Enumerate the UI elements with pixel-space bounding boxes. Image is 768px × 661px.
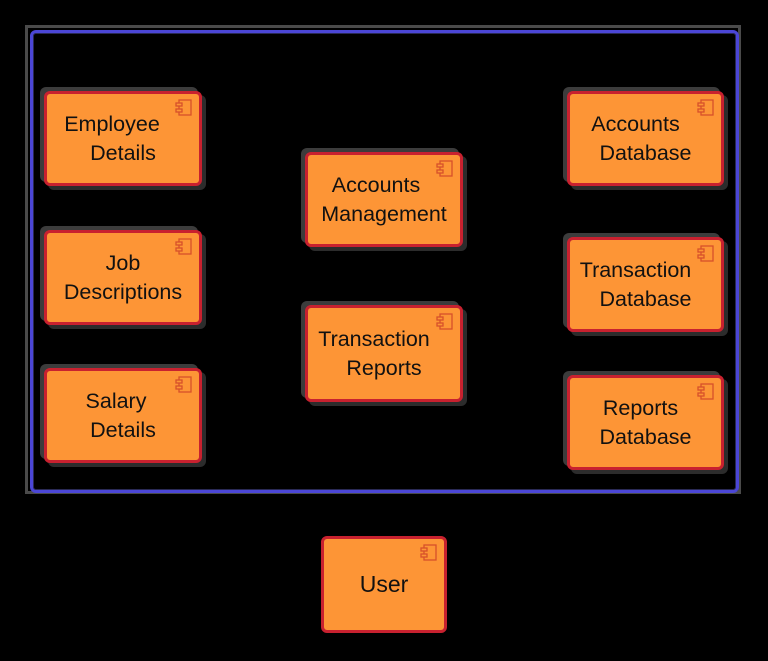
- uml-component-icon: [175, 238, 192, 255]
- component-label-line: Transaction: [579, 257, 692, 282]
- system-boundary[interactable]: [30, 30, 739, 493]
- component-accounts-management[interactable]: Accounts Management: [305, 152, 463, 247]
- component-accounts-database[interactable]: Accounts Database: [567, 91, 724, 186]
- component-employee-details[interactable]: Employee Details: [44, 91, 202, 186]
- system-boundary-title: [200, 24, 570, 38]
- component-label-line: Job: [105, 250, 141, 275]
- uml-component-icon: [697, 99, 714, 116]
- uml-component-icon: [436, 160, 453, 177]
- component-label-line: Details: [90, 140, 156, 165]
- uml-component-icon: [436, 313, 453, 330]
- component-label-line: Employee: [64, 111, 160, 136]
- component-label-line: Database: [599, 424, 692, 449]
- component-label-line: Management: [321, 201, 447, 226]
- component-salary-details[interactable]: Salary Details: [44, 368, 202, 463]
- component-label-line: User: [359, 571, 409, 597]
- component-transaction-reports[interactable]: Transaction Reports: [305, 305, 463, 402]
- component-label-line: Database: [599, 286, 692, 311]
- uml-component-icon: [697, 383, 714, 400]
- uml-component-icon: [420, 544, 437, 561]
- uml-component-icon: [697, 245, 714, 262]
- component-label-line: Details: [90, 417, 156, 442]
- component-label-line: Reports: [346, 355, 422, 380]
- component-reports-database[interactable]: Reports Database: [567, 375, 724, 470]
- component-job-descriptions[interactable]: Job Descriptions: [44, 230, 202, 325]
- component-label-line: Reports: [602, 395, 679, 420]
- uml-component-icon: [175, 99, 192, 116]
- component-label-line: Database: [599, 140, 692, 165]
- component-label-line: Transaction: [318, 326, 430, 351]
- uml-component-icon: [175, 376, 192, 393]
- component-label-line: Accounts: [591, 111, 680, 136]
- component-user[interactable]: User: [321, 536, 447, 633]
- component-label-line: Salary: [85, 388, 147, 413]
- component-transaction-database[interactable]: Transaction Database: [567, 237, 724, 332]
- component-label-line: Accounts: [331, 172, 421, 197]
- component-label-line: Descriptions: [63, 279, 183, 304]
